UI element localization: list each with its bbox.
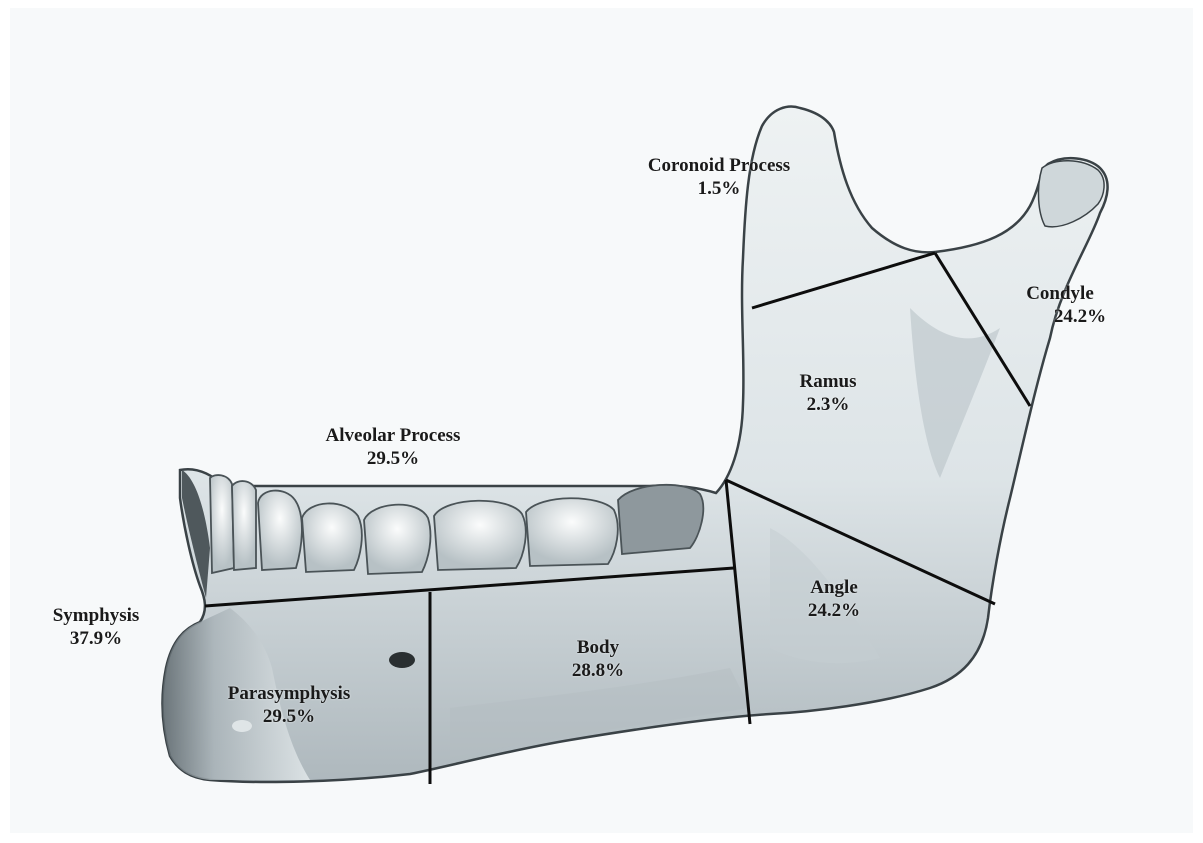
body-name: Body — [572, 636, 624, 659]
label-condyle: Condyle 24.2% — [1014, 282, 1106, 328]
symphysis-percent: 37.9% — [53, 627, 140, 650]
condyle-percent: 24.2% — [1014, 305, 1106, 328]
condyle-name: Condyle — [1014, 282, 1106, 305]
parasymphysis-percent: 29.5% — [228, 705, 350, 728]
alveolar-name: Alveolar Process — [326, 424, 461, 447]
body-percent: 28.8% — [572, 659, 624, 682]
alveolar-percent: 29.5% — [326, 447, 461, 470]
ramus-percent: 2.3% — [799, 393, 856, 416]
label-angle: Angle 24.2% — [808, 576, 860, 622]
angle-percent: 24.2% — [808, 599, 860, 622]
tooth-premolar-1 — [302, 503, 362, 572]
mandible-illustration — [10, 8, 1193, 833]
mandible-diagram: Coronoid Process 1.5% Condyle 24.2% Ramu… — [10, 8, 1193, 833]
tooth-incisor-1 — [210, 475, 234, 573]
tooth-molar-2 — [526, 498, 618, 566]
ramus-name: Ramus — [799, 370, 856, 393]
tooth-canine — [258, 491, 302, 570]
label-alveolar-process: Alveolar Process 29.5% — [326, 424, 461, 470]
symphysis-name: Symphysis — [53, 604, 140, 627]
tooth-molar-1 — [434, 501, 526, 570]
label-symphysis: Symphysis 37.9% — [53, 604, 140, 650]
parasymphysis-name: Parasymphysis — [228, 682, 350, 705]
tooth-premolar-2 — [364, 505, 430, 574]
label-ramus: Ramus 2.3% — [799, 370, 856, 416]
coronoid-name: Coronoid Process — [648, 154, 790, 177]
coronoid-percent: 1.5% — [648, 177, 790, 200]
mandible-outline — [163, 107, 1108, 782]
tooth-molar-3 — [618, 485, 703, 554]
tooth-incisor-2 — [232, 481, 256, 570]
angle-name: Angle — [808, 576, 860, 599]
label-body: Body 28.8% — [572, 636, 624, 682]
label-parasymphysis: Parasymphysis 29.5% — [228, 682, 350, 728]
mental-foramen — [389, 652, 415, 668]
label-coronoid-process: Coronoid Process 1.5% — [648, 154, 790, 200]
